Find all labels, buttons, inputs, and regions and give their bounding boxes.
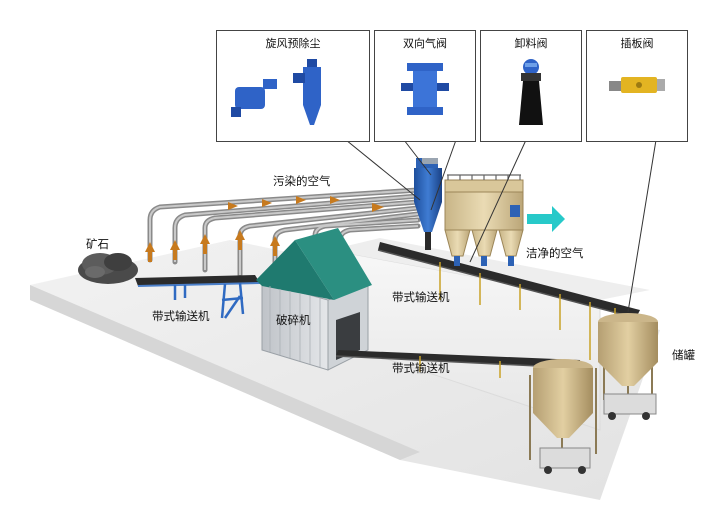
callout-discharge: 卸料阀 <box>480 30 582 142</box>
left-conveyor <box>135 275 261 319</box>
double-flap-valve-icon <box>401 63 449 115</box>
storage-silo-2 <box>529 359 597 474</box>
callout-gate: 插板阀 <box>586 30 688 142</box>
callout-leaders <box>345 139 657 313</box>
callout-double-flap: 双向气阀 <box>374 30 476 142</box>
ground-front <box>30 285 420 460</box>
upper-conveyor <box>377 242 640 372</box>
conveyor-low-label: 带式输送机 <box>392 361 450 375</box>
discharge-valve-icon <box>519 59 543 125</box>
callout-discharge-title: 卸料阀 <box>514 37 548 50</box>
ore-pile <box>78 253 138 284</box>
clean-air-arrow <box>527 206 565 232</box>
callout-cyclone: 旋风预除尘 <box>216 30 370 142</box>
storage-silo-1 <box>598 313 658 420</box>
crusher-building <box>256 228 372 371</box>
callout-gate-title: 插板阀 <box>620 37 654 50</box>
air-ducts-highlight <box>149 189 419 282</box>
ore-label: 矿石 <box>86 237 109 251</box>
cyclone-unit <box>414 158 442 250</box>
storage-label: 储罐 <box>672 348 695 362</box>
polluted-air-label: 污染的空气 <box>273 174 331 188</box>
crusher-label: 破碎机 <box>276 313 311 327</box>
cyclone-icon <box>231 59 321 125</box>
flow-arrows <box>145 196 384 262</box>
conveyor-mid-label: 带式输送机 <box>392 290 450 304</box>
callout-cyclone-title: 旋风预除尘 <box>265 37 321 50</box>
conveyor-left-label: 带式输送机 <box>152 309 210 323</box>
callout-double-flap-title: 双向气阀 <box>403 37 447 50</box>
gate-valve-icon <box>609 77 665 93</box>
clean-air-label: 洁净的空气 <box>526 246 584 260</box>
baghouse <box>444 174 524 266</box>
